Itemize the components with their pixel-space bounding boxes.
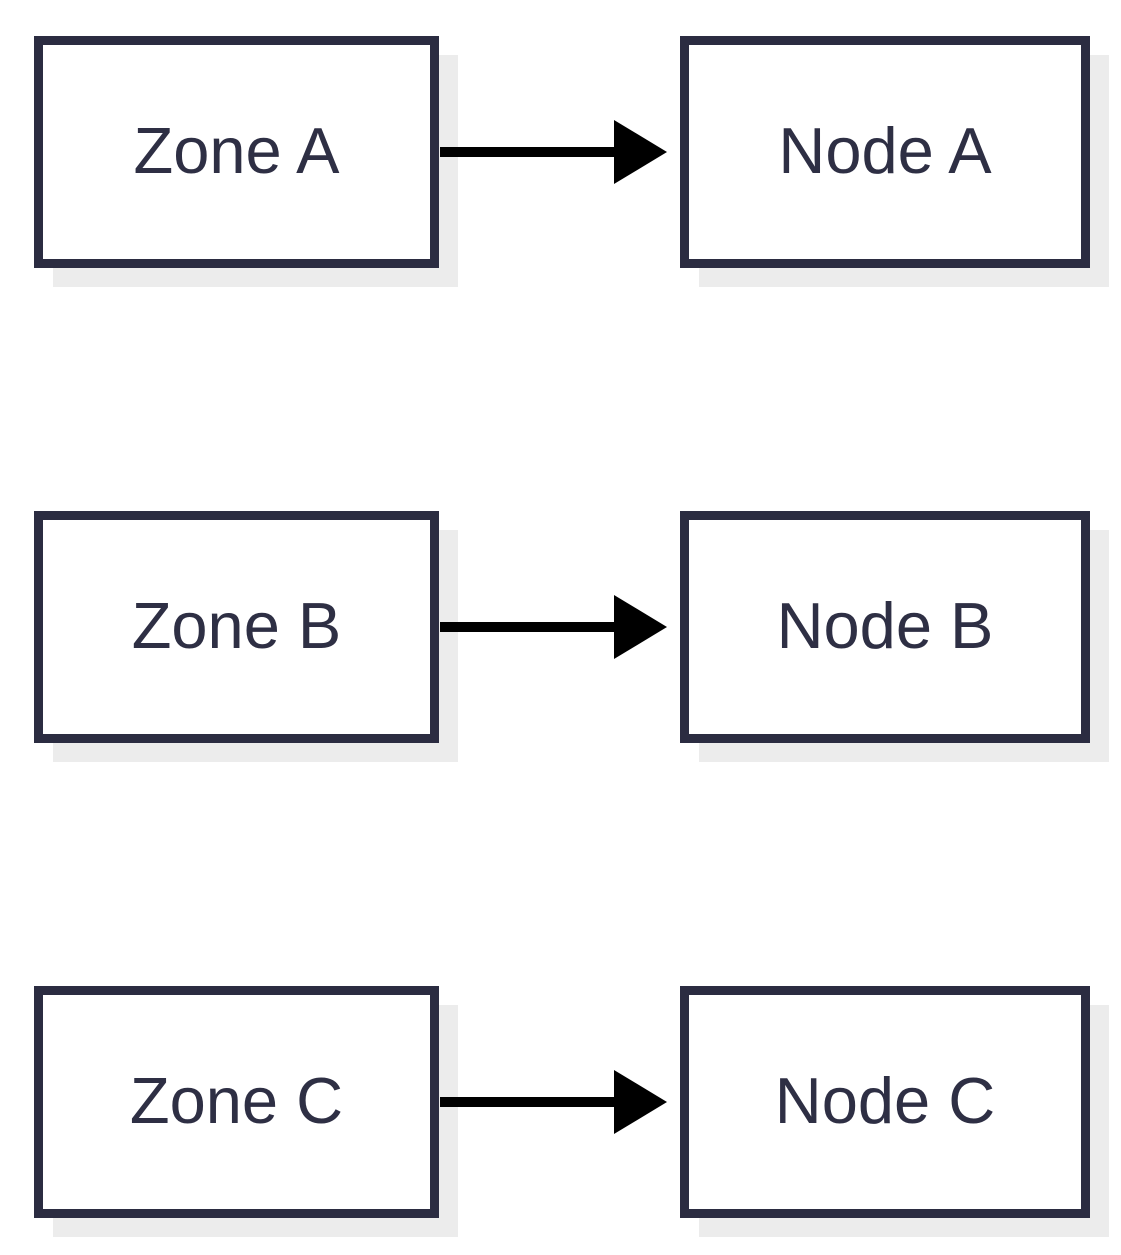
node-label: Node A xyxy=(778,113,992,187)
connector xyxy=(439,511,680,743)
arrow-right-icon xyxy=(439,120,667,184)
node-label: Zone A xyxy=(133,113,340,187)
arrow-right-icon xyxy=(439,1070,667,1134)
diagram-row: Zone B Node B xyxy=(34,511,1090,743)
zone-node-box: Zone A xyxy=(34,36,439,268)
zone-node-box: Zone B xyxy=(34,511,439,743)
target-node-box: Node A xyxy=(680,36,1090,268)
node-label: Zone C xyxy=(129,1063,344,1137)
connector xyxy=(439,36,680,268)
node-label: Node C xyxy=(774,1063,996,1137)
node-label: Zone B xyxy=(131,588,342,662)
diagram-row: Zone A Node A xyxy=(34,36,1090,268)
node-label: Node B xyxy=(776,588,994,662)
target-node-box: Node C xyxy=(680,986,1090,1218)
zone-node-box: Zone C xyxy=(34,986,439,1218)
arrow-right-icon xyxy=(439,595,667,659)
target-node-box: Node B xyxy=(680,511,1090,743)
diagram-row: Zone C Node C xyxy=(34,986,1090,1218)
connector xyxy=(439,986,680,1218)
